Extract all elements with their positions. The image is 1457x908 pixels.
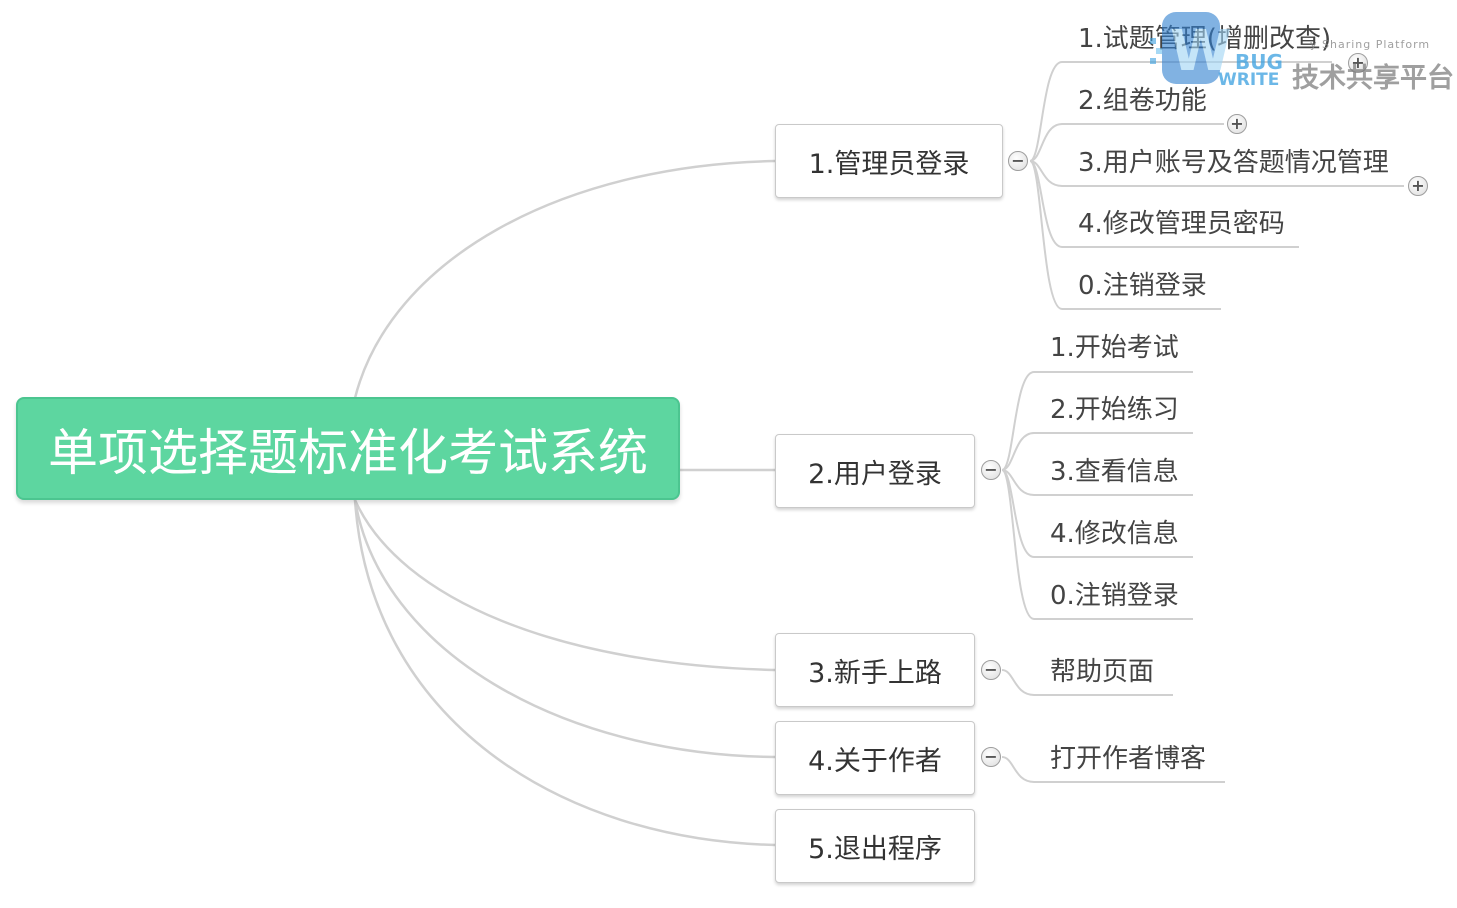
leaf-paper-assembly[interactable]: 2.组卷功能 bbox=[1078, 86, 1207, 116]
collapse-button-beginner-guide[interactable]: − bbox=[981, 660, 1001, 680]
branch-admin-login[interactable]: 1.管理员登录 bbox=[775, 124, 1003, 198]
leaf-user-account-management[interactable]: 3.用户账号及答题情况管理 bbox=[1078, 148, 1389, 178]
leaf-help-page[interactable]: 帮助页面 bbox=[1050, 657, 1155, 687]
branch-exit-program[interactable]: 5.退出程序 bbox=[775, 809, 975, 883]
watermark-bug: BUG bbox=[1235, 50, 1283, 74]
collapse-button-user-login[interactable]: − bbox=[981, 460, 1001, 480]
connector-root-branch5 bbox=[353, 499, 776, 847]
leaf-admin-logout[interactable]: 0.注销登录 bbox=[1078, 271, 1207, 301]
branch-user-login[interactable]: 2.用户登录 bbox=[775, 434, 975, 508]
leaf-start-exam[interactable]: 1.开始考试 bbox=[1050, 333, 1179, 363]
svg-text:W: W bbox=[1170, 19, 1230, 84]
branch-beginner-guide[interactable]: 3.新手上路 bbox=[775, 633, 975, 707]
expand-button-user-account-management[interactable]: + bbox=[1408, 176, 1428, 196]
branch-label: 3.新手上路 bbox=[808, 657, 942, 689]
leaf-view-info[interactable]: 3.查看信息 bbox=[1050, 457, 1179, 487]
connector-root-branch3 bbox=[353, 499, 776, 672]
expand-button-paper-assembly[interactable]: + bbox=[1227, 114, 1247, 134]
branch-label: 2.用户登录 bbox=[808, 458, 942, 490]
wb-logo-icon: W bbox=[1150, 12, 1230, 84]
leaf-change-admin-password[interactable]: 4.修改管理员密码 bbox=[1078, 209, 1285, 239]
watermark: W BUG WRITE y Sharing Platform 技术共享平台 bbox=[1150, 8, 1454, 94]
watermark-cn: 技术共享平台 bbox=[1292, 63, 1454, 94]
watermark-write: WRITE bbox=[1218, 70, 1280, 90]
leaf-open-author-blog[interactable]: 打开作者博客 bbox=[1050, 744, 1207, 774]
branch-label: 5.退出程序 bbox=[808, 833, 942, 865]
leaf-edit-info[interactable]: 4.修改信息 bbox=[1050, 519, 1179, 549]
connector-root-branch4 bbox=[353, 499, 776, 759]
root-label: 单项选择题标准化考试系统 bbox=[48, 423, 648, 482]
branch-label: 4.关于作者 bbox=[808, 745, 942, 777]
leaf-user-logout[interactable]: 0.注销登录 bbox=[1050, 581, 1179, 611]
root-node[interactable]: 单项选择题标准化考试系统 bbox=[16, 397, 680, 500]
expand-button-question-management[interactable]: + bbox=[1348, 53, 1368, 73]
collapse-button-about-author[interactable]: − bbox=[981, 747, 1001, 767]
branch-about-author[interactable]: 4.关于作者 bbox=[775, 721, 975, 795]
branch-label: 1.管理员登录 bbox=[808, 148, 970, 180]
leaf-start-practice[interactable]: 2.开始练习 bbox=[1050, 395, 1179, 425]
connector-root-branch1 bbox=[353, 159, 776, 399]
collapse-button-admin-login[interactable]: − bbox=[1008, 151, 1028, 171]
watermark-tagline: y Sharing Platform bbox=[1310, 38, 1431, 51]
